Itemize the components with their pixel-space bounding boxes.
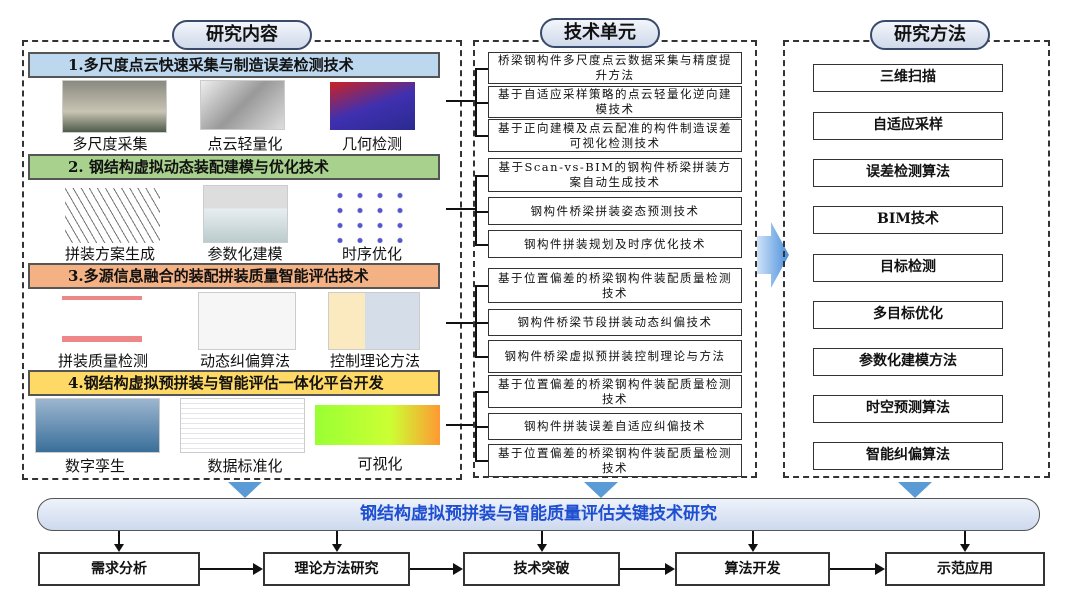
caption: 控制理论方法 <box>329 352 420 370</box>
truss-assembly-image <box>65 188 160 243</box>
down-arrow-icon <box>898 482 932 498</box>
caption: 参数化建模 <box>207 245 283 263</box>
tech-unit: 桥梁钢构件多尺度点云数据采集与精度提升方法 <box>488 52 742 84</box>
tech-unit: 基于位置偏差的桥梁钢构件装配质量检测技术 <box>488 375 742 408</box>
sequence-optimization-image <box>330 188 408 243</box>
method-item: 时空预测算法 <box>813 395 1003 423</box>
assembly-quality-image <box>62 296 142 348</box>
tech-unit: 钢构件拼装误差自适应纠偏技术 <box>488 413 742 440</box>
method-item: 智能纠偏算法 <box>813 442 1003 470</box>
caption: 几何检测 <box>341 135 402 153</box>
caption: 数字孪生 <box>64 457 125 475</box>
method-item: 多目标优化 <box>813 301 1003 329</box>
method-item: BIM技术 <box>813 206 1003 234</box>
tech-unit: 基于Scan-vs-BIM的钢构件桥梁拼装方案自动生成技术 <box>488 158 742 192</box>
tech-unit: 基于自适应采样策略的点云轻量化逆向建模技术 <box>488 86 742 118</box>
step-algorithm: 算法开发 <box>675 552 830 586</box>
data-standardization-image <box>180 398 305 453</box>
down-arrow-icon <box>228 482 262 498</box>
caption: 多尺度采集 <box>72 135 148 153</box>
step-requirements: 需求分析 <box>38 552 200 586</box>
tech-unit: 钢构件桥梁拼装姿态预测技术 <box>488 197 742 225</box>
caption: 可视化 <box>357 455 403 473</box>
digital-twin-image <box>35 398 160 453</box>
right-arrow-icon <box>757 222 789 288</box>
method-item: 误差检测算法 <box>813 159 1003 187</box>
section-1-header: 1.多尺度点云快速采集与制造误差检测技术 <box>28 52 440 78</box>
step-demonstration: 示范应用 <box>885 552 1045 586</box>
down-arrow-icon <box>584 482 618 498</box>
tech-unit: 钢构件桥梁节段拼装动态纠偏技术 <box>488 309 742 336</box>
caption: 拼装质量检测 <box>57 352 148 370</box>
section-3-header: 3.多源信息融合的装配拼装质量智能评估技术 <box>28 263 440 289</box>
method-item: 参数化建模方法 <box>813 348 1003 376</box>
caption: 动态纠偏算法 <box>199 352 290 370</box>
tech-units-title: 技术单元 <box>540 18 660 48</box>
multiscale-capture-image <box>62 80 167 133</box>
dynamic-correction-image <box>198 292 296 350</box>
tech-unit: 钢构件桥梁虚拟预拼装控制理论与方法 <box>488 340 742 373</box>
caption: 时序优化 <box>341 245 402 263</box>
section-2-header: 2. 钢结构虚拟动态装配建模与优化技术 <box>28 154 440 180</box>
tech-unit: 基于位置偏差的桥梁钢构件装配质量检测技术 <box>488 268 742 303</box>
research-content-title: 研究内容 <box>172 20 312 50</box>
caption: 数据标准化 <box>207 457 283 475</box>
control-theory-image <box>328 292 420 350</box>
section-4-header: 4.钢结构虚拟预拼装与智能评估一体化平台开发 <box>28 370 440 396</box>
tech-unit: 基于正向建模及点云配准的构件制造误差可视化检测技术 <box>488 119 742 152</box>
caption: 拼装方案生成 <box>64 245 155 263</box>
tech-unit: 基于位置偏差的桥梁钢构件装配质量检测技术 <box>488 444 742 477</box>
method-item: 三维扫描 <box>813 64 1003 92</box>
tech-unit: 钢构件拼装规划及时序优化技术 <box>488 230 742 258</box>
method-item: 自适应采样 <box>813 112 1003 140</box>
visualization-image <box>315 405 440 445</box>
banner-title: 钢结构虚拟预拼装与智能质量评估关键技术研究 <box>37 498 1040 531</box>
research-methods-title: 研究方法 <box>870 20 990 50</box>
step-breakthrough: 技术突破 <box>463 552 620 586</box>
pointcloud-lightweight-image <box>200 80 285 130</box>
method-item: 目标检测 <box>813 254 1003 282</box>
step-theory: 理论方法研究 <box>263 552 410 586</box>
caption: 点云轻量化 <box>207 135 283 153</box>
geometric-inspection-image <box>330 82 415 130</box>
parametric-model-image <box>203 185 288 243</box>
